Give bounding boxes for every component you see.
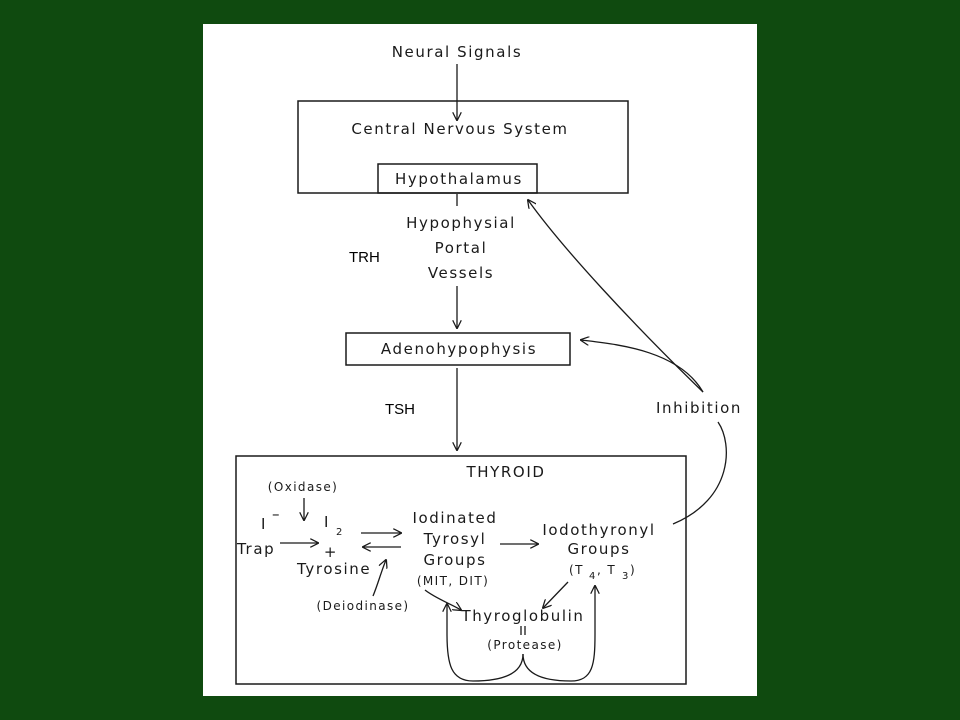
- iodine-label: I: [324, 513, 330, 531]
- trap-label: Trap: [236, 540, 275, 558]
- neural-signals-label: Neural Signals: [392, 43, 523, 61]
- tyrosyl-label-line1: Iodinated: [412, 509, 497, 527]
- hypothalamus-box: [377, 163, 538, 194]
- t3-subscript: 3: [622, 571, 628, 582]
- iodine-subscript: 2: [336, 527, 342, 538]
- thyronyl-label-line1: Iodothyronyl: [542, 521, 655, 539]
- protease-loop-right-arrow: [522, 586, 595, 682]
- thyronyl-to-thyroglobulin-arrow: [543, 581, 569, 608]
- deiodinase-arrow: [372, 560, 386, 597]
- portal-label-line2: Portal: [435, 239, 488, 257]
- portal-label-line3: Vessels: [428, 264, 494, 282]
- hypothalamus-label: Hypothalamus: [395, 170, 523, 188]
- oxidase-label: (Oxidase): [268, 480, 338, 494]
- tyrosyl-label-line3: Groups: [423, 551, 486, 569]
- thyroid-label: THYROID: [465, 463, 545, 481]
- inhibition-to-hypothalamus-arrow: [528, 200, 704, 393]
- thyroid-box: [235, 455, 687, 685]
- mit-dit-label: (MIT, DIT): [417, 574, 489, 588]
- cns-label: Central Nervous System: [351, 120, 568, 138]
- thyroglobulin-label: Thyroglobulin: [460, 607, 584, 625]
- inhibition-to-adenohypophysis-arrow: [581, 340, 704, 393]
- iodide-label: I: [261, 515, 267, 533]
- protease-loop-left-arrow: [447, 604, 524, 682]
- deiodinase-label: (Deiodinase): [316, 599, 409, 613]
- t-label-open: (T: [569, 563, 584, 577]
- tyrosyl-label-line2: Tyrosyl: [423, 530, 487, 548]
- protease-label: (Protease): [487, 638, 562, 652]
- thyronyl-label-line2: Groups: [567, 540, 630, 558]
- plus-sign: +: [324, 543, 338, 561]
- adenohypophysis-box: [345, 332, 571, 366]
- t-label-mid: , T: [597, 563, 616, 577]
- t4-subscript: 4: [589, 571, 595, 582]
- tsh-label: TSH: [385, 401, 415, 418]
- tyrosyl-to-thyroglobulin-arrow: [424, 589, 461, 610]
- feedback-curve-lower: [672, 421, 727, 525]
- iodide-charge: –: [272, 505, 281, 523]
- inhibition-label: Inhibition: [656, 399, 742, 417]
- tyrosine-label: Tyrosine: [296, 560, 371, 578]
- adenohypophysis-label: Adenohypophysis: [381, 340, 537, 358]
- diagram-paper: Neural Signals Central Nervous System Hy…: [203, 24, 757, 696]
- portal-label-line1: Hypophysial: [406, 214, 516, 232]
- thyroid-regulation-diagram: Neural Signals Central Nervous System Hy…: [235, 43, 742, 685]
- t-label-close: ): [630, 563, 636, 577]
- trh-label: TRH: [349, 249, 380, 266]
